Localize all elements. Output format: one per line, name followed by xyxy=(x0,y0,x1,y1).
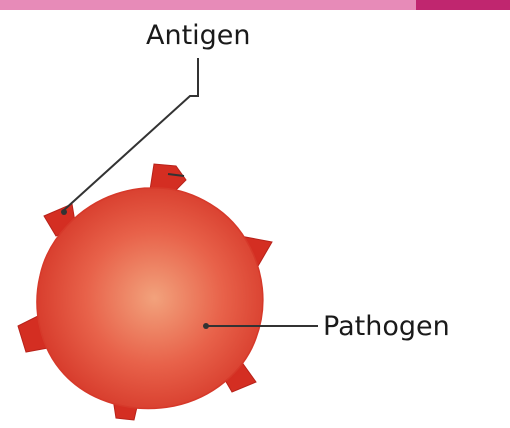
antigen-leader-dot xyxy=(61,209,67,215)
pathogen-leader-dot xyxy=(203,323,209,329)
antigen-label: Antigen xyxy=(146,22,251,49)
pathogen-body xyxy=(37,188,263,409)
pathogen-label: Pathogen xyxy=(323,313,450,340)
